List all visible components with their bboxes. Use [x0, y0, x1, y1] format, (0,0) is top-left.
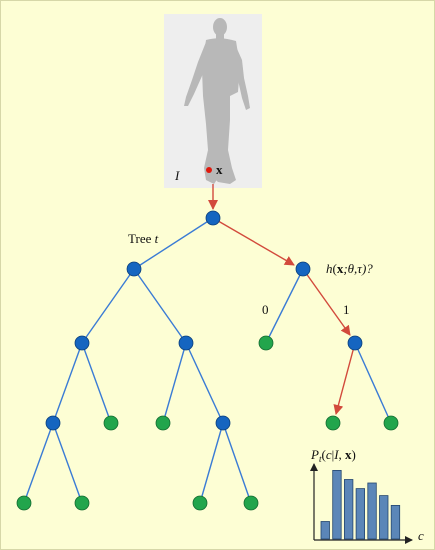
histogram-bar: [332, 469, 342, 540]
tree-edge: [133, 268, 187, 344]
leaf-node: [155, 415, 171, 431]
split-node: [126, 261, 142, 277]
leaf-node: [383, 415, 399, 431]
branch-label-right: 1: [343, 302, 350, 317]
tree-edge: [265, 268, 304, 344]
leaf-node: [258, 335, 274, 351]
histogram-bar: [390, 504, 401, 540]
distribution-label: Pt(c|I, x): [310, 447, 356, 464]
tree-edge: [23, 422, 54, 504]
histogram-bars: [320, 469, 401, 540]
human-silhouette-icon: [184, 18, 250, 184]
pixel-label: x: [216, 162, 223, 177]
split-node: [205, 210, 221, 226]
tree-edge: [81, 268, 135, 344]
histogram-bar: [320, 521, 330, 540]
split-open: (: [333, 261, 337, 276]
split-params: ;θ,τ)?: [343, 261, 373, 276]
leaf-node: [74, 495, 90, 511]
split-function-label: h(x;θ,τ)?: [326, 261, 373, 276]
path-edge: [212, 217, 295, 266]
path-edge: [302, 268, 351, 336]
histogram-bar: [343, 479, 354, 540]
path-edge: [333, 342, 356, 415]
dist-bar: |: [332, 447, 335, 462]
split-node: [178, 335, 194, 351]
pixel-marker: [206, 167, 212, 173]
leaf-node: [103, 415, 119, 431]
tree-label-prefix: Tree: [128, 231, 155, 246]
tree-edge: [81, 342, 112, 424]
histogram-bar: [367, 482, 377, 540]
split-node: [74, 335, 90, 351]
leaf-node: [192, 495, 208, 511]
dist-comma: ,: [339, 447, 346, 462]
traversal-path: [208, 184, 356, 415]
tree-edge: [354, 342, 392, 424]
leaf-node: [325, 415, 341, 431]
tree-edge: [133, 217, 214, 270]
histogram-bar: [355, 488, 366, 540]
leaf-node: [243, 495, 259, 511]
tree-edge: [199, 422, 224, 504]
tree-label: Tree t: [128, 231, 159, 246]
dist-I: I: [333, 447, 339, 462]
image-label: I: [174, 168, 180, 183]
leaf-node: [16, 495, 32, 511]
split-node: [347, 335, 363, 351]
depth-image-panel: x I: [164, 14, 262, 188]
dist-sub: t: [319, 454, 322, 464]
dist-p: P: [310, 447, 319, 462]
histogram-axis-c-label: c: [418, 528, 424, 543]
tree-edge: [222, 422, 252, 504]
tree-edge: [162, 342, 187, 424]
branch-label-left: 0: [262, 302, 269, 317]
dist-open: (: [321, 447, 325, 462]
split-x: x: [337, 261, 344, 276]
leaf-distribution-histogram: Pt(c|I, x) c: [310, 447, 424, 544]
leaf-nodes: [16, 335, 399, 511]
dist-x: x: [345, 447, 352, 462]
tree-edges: [23, 217, 392, 504]
split-node: [215, 415, 231, 431]
dist-c: c: [326, 447, 332, 462]
split-node: [45, 415, 61, 431]
tree-edge: [52, 342, 83, 424]
dist-close: ): [352, 447, 356, 462]
split-node: [295, 261, 311, 277]
tree-edge: [185, 342, 224, 424]
split-fn: h: [326, 261, 333, 276]
tree-edge: [52, 422, 83, 504]
tree-label-var: t: [155, 231, 159, 246]
split-nodes: [45, 210, 363, 431]
histogram-bar: [379, 495, 389, 540]
